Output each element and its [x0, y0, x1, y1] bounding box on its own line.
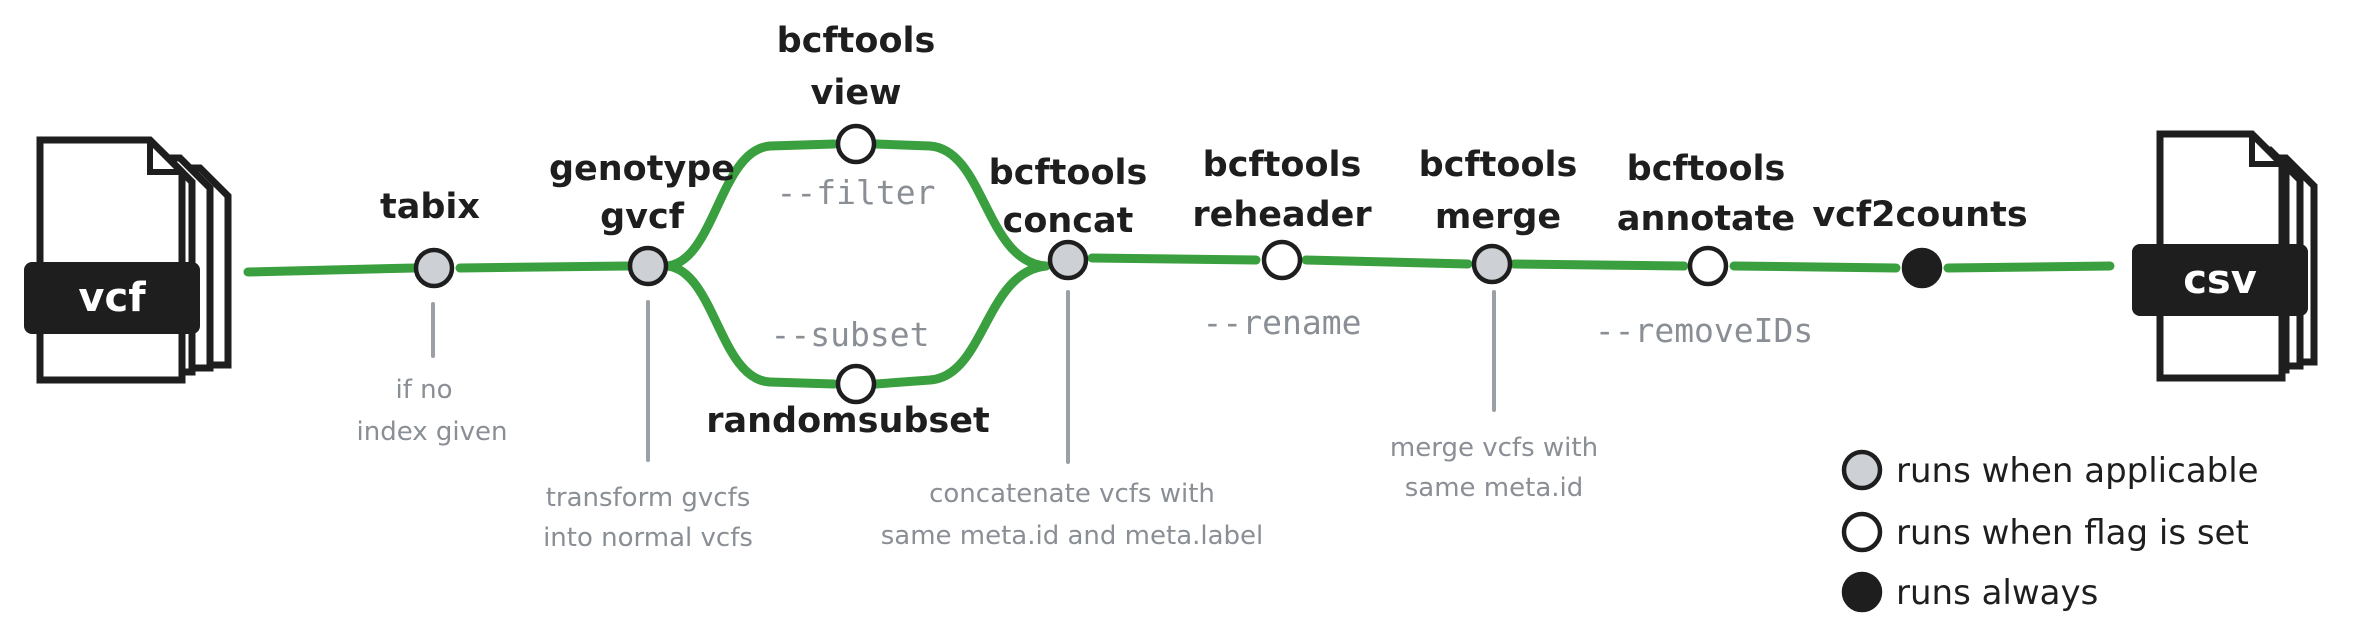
view-title-line1: bcftools [777, 21, 936, 61]
concat-title-line2: concat [1003, 201, 1134, 241]
vcf2counts-node [1901, 247, 1943, 289]
view-flag-label: --filter [777, 173, 936, 212]
genotype-note-line2: into normal vcfs [543, 523, 753, 553]
reheader-title-line2: reheader [1192, 195, 1372, 235]
legend-always-icon [1841, 571, 1883, 613]
legend-flag-label: runs when flag is set [1896, 513, 2249, 553]
bcftools-view-node [835, 123, 877, 165]
annotation-leaders [431, 290, 1496, 464]
annotate-title-line1: bcftools [1627, 149, 1786, 189]
input-vcf-file-icon: vcf [24, 136, 232, 384]
reheader-title-line1: bcftools [1203, 145, 1362, 185]
merge-title-line1: bcftools [1419, 145, 1578, 185]
genotype-title-line2: gvcf [600, 197, 685, 237]
merge-note-line2: same meta.id [1405, 473, 1584, 503]
randomsubset-title: randomsubset [706, 401, 989, 441]
tabix-note-line1: if no [395, 375, 452, 405]
legend: runs when applicable runs when flag is s… [1841, 449, 2259, 613]
input-file-label: vcf [78, 275, 146, 321]
legend-flag-icon [1841, 511, 1883, 553]
randomsubset-node [835, 363, 877, 405]
annotate-flag-label: --removeIDs [1595, 311, 1814, 350]
annotate-title-line2: annotate [1617, 199, 1795, 239]
view-title-line2: view [811, 73, 902, 113]
legend-always-label: runs always [1896, 573, 2098, 613]
tabix-title: tabix [380, 187, 480, 227]
randomsubset-flag-label: --subset [771, 315, 930, 354]
pipeline-connectors [243, 139, 2115, 389]
bcftools-merge-node [1471, 243, 1513, 285]
bcftools-reheader-node [1261, 239, 1303, 281]
bcftools-annotate-node [1687, 245, 1729, 287]
vcf2counts-title: vcf2counts [1812, 195, 2027, 235]
bcftools-concat-node [1047, 239, 1089, 281]
tabix-node [413, 247, 455, 289]
legend-applicable-label: runs when applicable [1896, 451, 2259, 491]
output-file-label: csv [2183, 257, 2257, 303]
merge-title-line2: merge [1435, 197, 1561, 237]
genotype-title-line1: genotype [549, 149, 735, 189]
tabix-note-line2: index given [357, 417, 508, 447]
concat-note-line2: same meta.id and meta.label [881, 521, 1264, 551]
reheader-flag-label: --rename [1203, 303, 1362, 342]
merge-note-line1: merge vcfs with [1390, 433, 1598, 463]
legend-applicable-icon [1841, 449, 1883, 491]
genotype-gvcf-node [627, 245, 669, 287]
concat-title-line1: bcftools [989, 153, 1148, 193]
concat-note-line1: concatenate vcfs with [929, 479, 1215, 509]
output-csv-file-icon: csv [2132, 130, 2318, 382]
genotype-note-line1: transform gvcfs [546, 483, 751, 513]
